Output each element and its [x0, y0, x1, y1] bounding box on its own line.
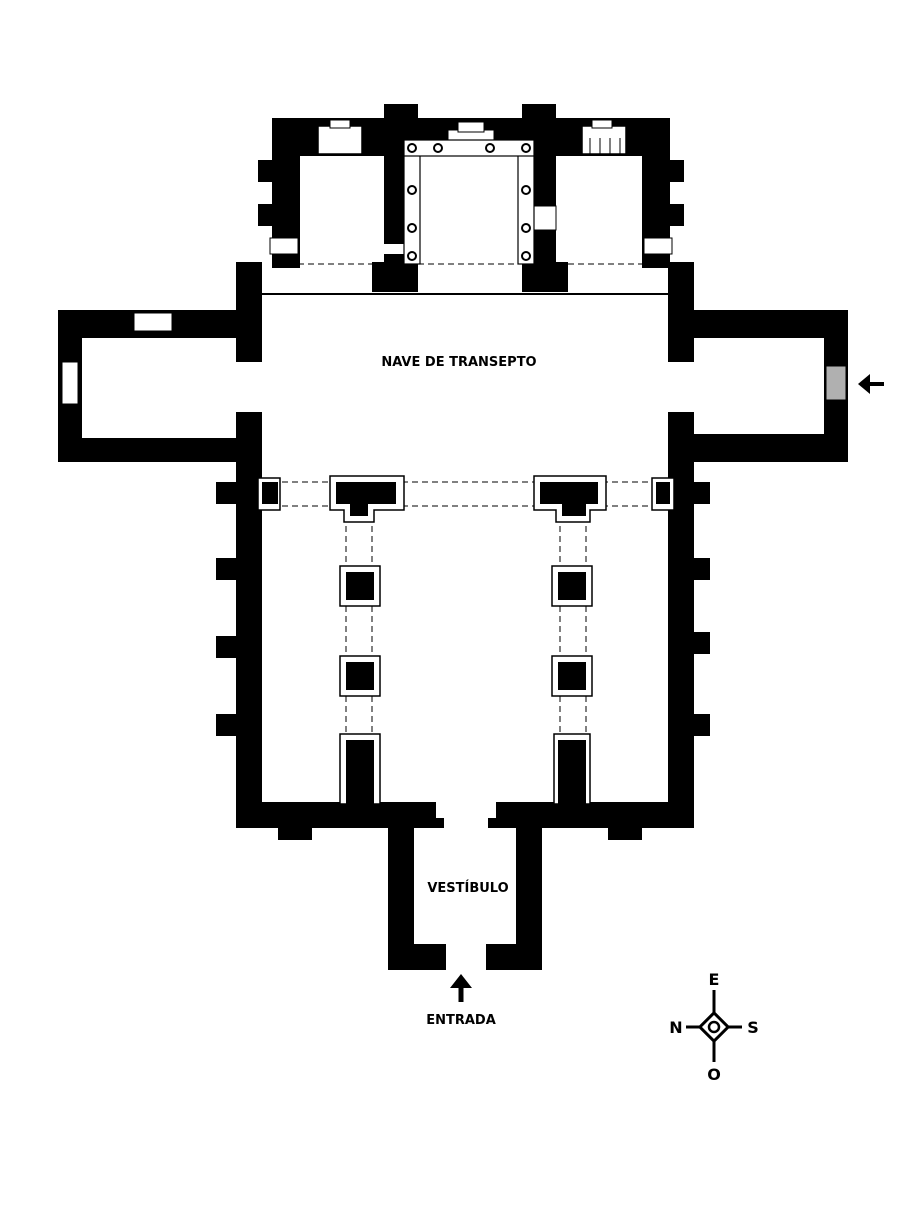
transept-windows [61, 312, 847, 405]
vestibule-label: VESTÍBULO [427, 880, 508, 896]
compass-rose-icon [686, 990, 742, 1062]
arcade-lines [262, 481, 668, 740]
central-chapel-columns [403, 139, 535, 265]
vestibule-walls [386, 802, 542, 970]
compass-east-label: E [709, 970, 720, 989]
main-entrance-arrow-icon [450, 974, 472, 1002]
transept-label: NAVE DE TRANSEPTO [381, 355, 536, 370]
compass-west-label: O [707, 1065, 721, 1084]
compass-north-label: N [669, 1018, 682, 1037]
side-entrance-arrow-icon [858, 374, 884, 394]
entrance-label: ENTRADA [426, 1013, 496, 1028]
compass-south-label: S [747, 1018, 759, 1037]
nave-walls [216, 462, 710, 840]
nave-piers [257, 475, 675, 805]
